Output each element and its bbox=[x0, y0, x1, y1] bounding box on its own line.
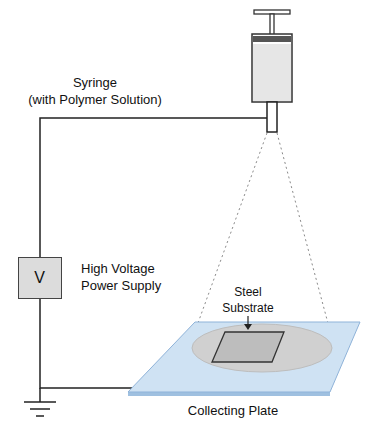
fiber-deposit bbox=[192, 324, 332, 372]
steel-substrate: Steel Substrate bbox=[212, 284, 284, 364]
ground-symbol bbox=[30, 408, 50, 410]
ground-wire bbox=[39, 388, 41, 402]
wire bbox=[40, 118, 267, 257]
syringe-node: Syringe(with Polymer Solution) bbox=[248, 8, 296, 134]
syringe-label: Syringe bbox=[15, 74, 175, 91]
collecting-plate: Collecting PlateSteel Substrate bbox=[128, 318, 362, 423]
plunger-rod bbox=[270, 14, 274, 36]
leader-arrowhead bbox=[244, 324, 252, 330]
polymer-solution bbox=[253, 44, 291, 101]
plate-label: Collecting Plate bbox=[128, 402, 338, 419]
plunger-stopper bbox=[253, 36, 291, 42]
substrate-shape bbox=[212, 332, 284, 362]
syringe-barrel bbox=[252, 34, 292, 102]
voltage-symbol: V bbox=[34, 267, 45, 288]
syringe-sublabel: (with Polymer Solution) bbox=[15, 91, 175, 108]
syringe-node-outline bbox=[248, 8, 296, 134]
plate-surface bbox=[128, 322, 360, 392]
spray-cone-line bbox=[277, 133, 333, 342]
plate-edge bbox=[128, 392, 330, 396]
power-supply-label: High Voltage Power Supply bbox=[81, 260, 179, 294]
syringe-needle bbox=[267, 102, 277, 132]
ground-symbol bbox=[36, 415, 44, 417]
substrate-label: Steel Substrate bbox=[212, 284, 284, 316]
ground-symbol bbox=[24, 401, 56, 403]
wire bbox=[40, 299, 132, 388]
power-supply-box: VHigh Voltage Power Supply bbox=[18, 257, 62, 299]
